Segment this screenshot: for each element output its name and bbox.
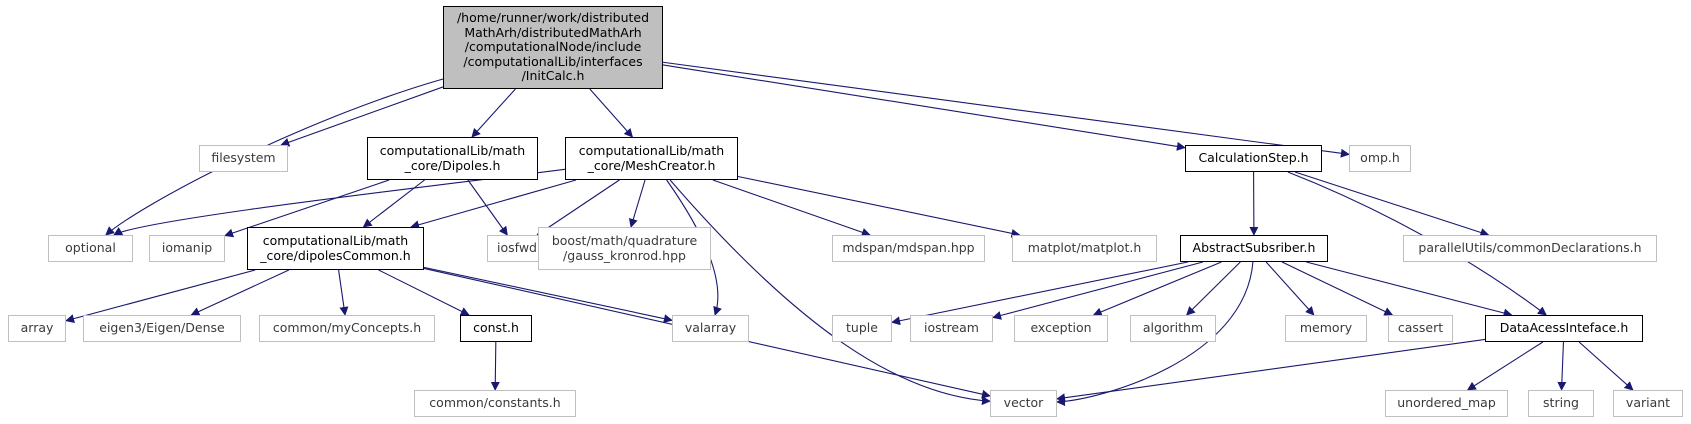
node-label: algorithm <box>1142 320 1204 336</box>
node-calcstep[interactable]: CalculationStep.h <box>1185 145 1322 172</box>
node-parutils: parallelUtils/commonDeclarations.h <box>1403 235 1657 262</box>
edge-meshcreator-to-vector <box>669 179 991 406</box>
edge-calcstep-to-parutils <box>1294 171 1490 237</box>
edge-dipoles-to-dipcommon <box>362 179 425 228</box>
node-label: array <box>20 320 54 336</box>
node-label: optional <box>65 240 116 256</box>
edge-root-to-filesystem <box>280 86 444 147</box>
node-omp: omp.h <box>1349 145 1411 172</box>
node-label: computationalLib/math _core/dipolesCommo… <box>260 232 411 263</box>
node-label: const.h <box>473 320 519 336</box>
edge-meshcreator-to-mdspan <box>712 179 871 237</box>
node-label: unordered_map <box>1397 395 1496 411</box>
node-label: mdspan/mdspan.hpp <box>842 240 975 256</box>
node-label: computationalLib/math _core/MeshCreator.… <box>578 142 725 173</box>
node-label: memory <box>1299 320 1353 336</box>
node-label: common/myConcepts.h <box>272 320 422 336</box>
node-dipcommon[interactable]: computationalLib/math _core/dipolesCommo… <box>247 227 424 270</box>
edge-root-to-meshcreator <box>589 88 634 138</box>
edge-dataaccess-to-string <box>1557 341 1567 391</box>
node-label: omp.h <box>1360 150 1400 166</box>
node-vector: vector <box>990 390 1057 417</box>
edge-dataaccess-to-vector <box>1056 338 1486 403</box>
edge-meshcreator-to-dipcommon <box>410 179 577 230</box>
node-iomanip: iomanip <box>149 235 225 262</box>
edge-dataaccess-to-unordered <box>1466 341 1544 391</box>
edge-abssub-to-dataaccess <box>1306 261 1513 318</box>
node-eigen: eigen3/Eigen/Dense <box>83 315 241 342</box>
node-label: DataAcessInteface.h <box>1499 320 1629 336</box>
node-label: CalculationStep.h <box>1198 150 1309 166</box>
node-array: array <box>8 315 66 342</box>
node-label: iostream <box>924 320 979 336</box>
node-matplot: matplot/matplot.h <box>1012 235 1157 262</box>
edge-meshcreator-to-gauss <box>628 179 646 228</box>
node-label: filesystem <box>211 150 276 166</box>
edge-abssub-to-algorithm <box>1186 261 1241 316</box>
node-label: variant <box>1625 395 1671 411</box>
node-abssub[interactable]: AbstractSubsriber.h <box>1180 235 1328 262</box>
node-valarray: valarray <box>672 315 749 342</box>
node-variant: variant <box>1613 390 1683 417</box>
node-tuple: tuple <box>832 315 892 342</box>
node-filesystem: filesystem <box>199 145 288 172</box>
node-label: /home/runner/work/distributed MathArh/di… <box>456 10 650 84</box>
edge-meshcreator-to-matplot <box>737 175 1021 238</box>
node-cassert: cassert <box>1388 315 1453 342</box>
node-consth[interactable]: const.h <box>460 315 532 342</box>
node-constants: common/constants.h <box>414 390 576 417</box>
edge-dipcommon-to-consth <box>378 269 470 316</box>
node-iosfwd: iosfwd <box>487 235 547 262</box>
node-label: common/constants.h <box>429 395 561 411</box>
edge-abssub-to-tuple <box>891 261 1188 326</box>
node-iostream: iostream <box>910 315 993 342</box>
edge-root-to-dipoles <box>471 88 516 138</box>
node-dataaccess[interactable]: DataAcessInteface.h <box>1485 315 1643 342</box>
edge-dipcommon-to-myconcepts <box>338 269 349 316</box>
edge-abssub-to-iostream <box>992 261 1204 320</box>
node-label: computationalLib/math _core/Dipoles.h <box>379 142 526 173</box>
node-label: vector <box>1003 395 1044 411</box>
node-label: parallelUtils/commonDeclarations.h <box>1418 240 1642 256</box>
edge-meshcreator-to-iosfwd <box>536 179 620 236</box>
node-label: cassert <box>1397 320 1444 336</box>
node-exception: exception <box>1014 315 1108 342</box>
node-optional: optional <box>48 235 133 262</box>
node-meshcreator[interactable]: computationalLib/math _core/MeshCreator.… <box>565 137 738 180</box>
node-label: tuple <box>846 320 878 336</box>
edge-abssub-to-cassert <box>1281 261 1394 316</box>
node-label: AbstractSubsriber.h <box>1192 240 1316 256</box>
edge-dataaccess-to-variant <box>1578 341 1634 391</box>
node-mdspan: mdspan/mdspan.hpp <box>832 235 985 262</box>
edge-dipcommon-to-eigen <box>190 269 290 316</box>
node-root[interactable]: /home/runner/work/distributed MathArh/di… <box>443 6 663 89</box>
node-dipoles[interactable]: computationalLib/math _core/Dipoles.h <box>367 137 538 180</box>
node-label: iosfwd <box>497 240 537 256</box>
node-algorithm: algorithm <box>1130 315 1216 342</box>
node-myconcepts: common/myConcepts.h <box>259 315 435 342</box>
edge-abssub-to-vector <box>1056 261 1254 407</box>
node-string: string <box>1528 390 1594 417</box>
edge-dipcommon-to-array <box>65 269 256 323</box>
edge-dipoles-to-iosfwd <box>467 179 508 236</box>
edge-root-to-omp <box>662 61 1350 158</box>
node-gauss: boost/math/quadrature /gauss_kronrod.hpp <box>538 227 711 270</box>
edge-dipoles-to-iomanip <box>224 179 390 238</box>
node-unordered: unordered_map <box>1385 390 1508 417</box>
node-label: eigen3/Eigen/Dense <box>99 320 225 336</box>
node-label: exception <box>1030 320 1092 336</box>
edge-root-to-calcstep <box>662 64 1186 151</box>
node-label: boost/math/quadrature /gauss_kronrod.hpp <box>551 232 698 263</box>
node-label: matplot/matplot.h <box>1027 240 1142 256</box>
edge-consth-to-constants <box>490 341 500 391</box>
edge-abssub-to-exception <box>1092 261 1222 317</box>
node-label: iomanip <box>161 240 213 256</box>
edge-abssub-to-memory <box>1265 261 1315 316</box>
node-memory: memory <box>1285 315 1367 342</box>
node-label: string <box>1543 395 1579 411</box>
node-label: valarray <box>684 320 737 336</box>
edge-dipcommon-to-valarray <box>423 266 673 323</box>
